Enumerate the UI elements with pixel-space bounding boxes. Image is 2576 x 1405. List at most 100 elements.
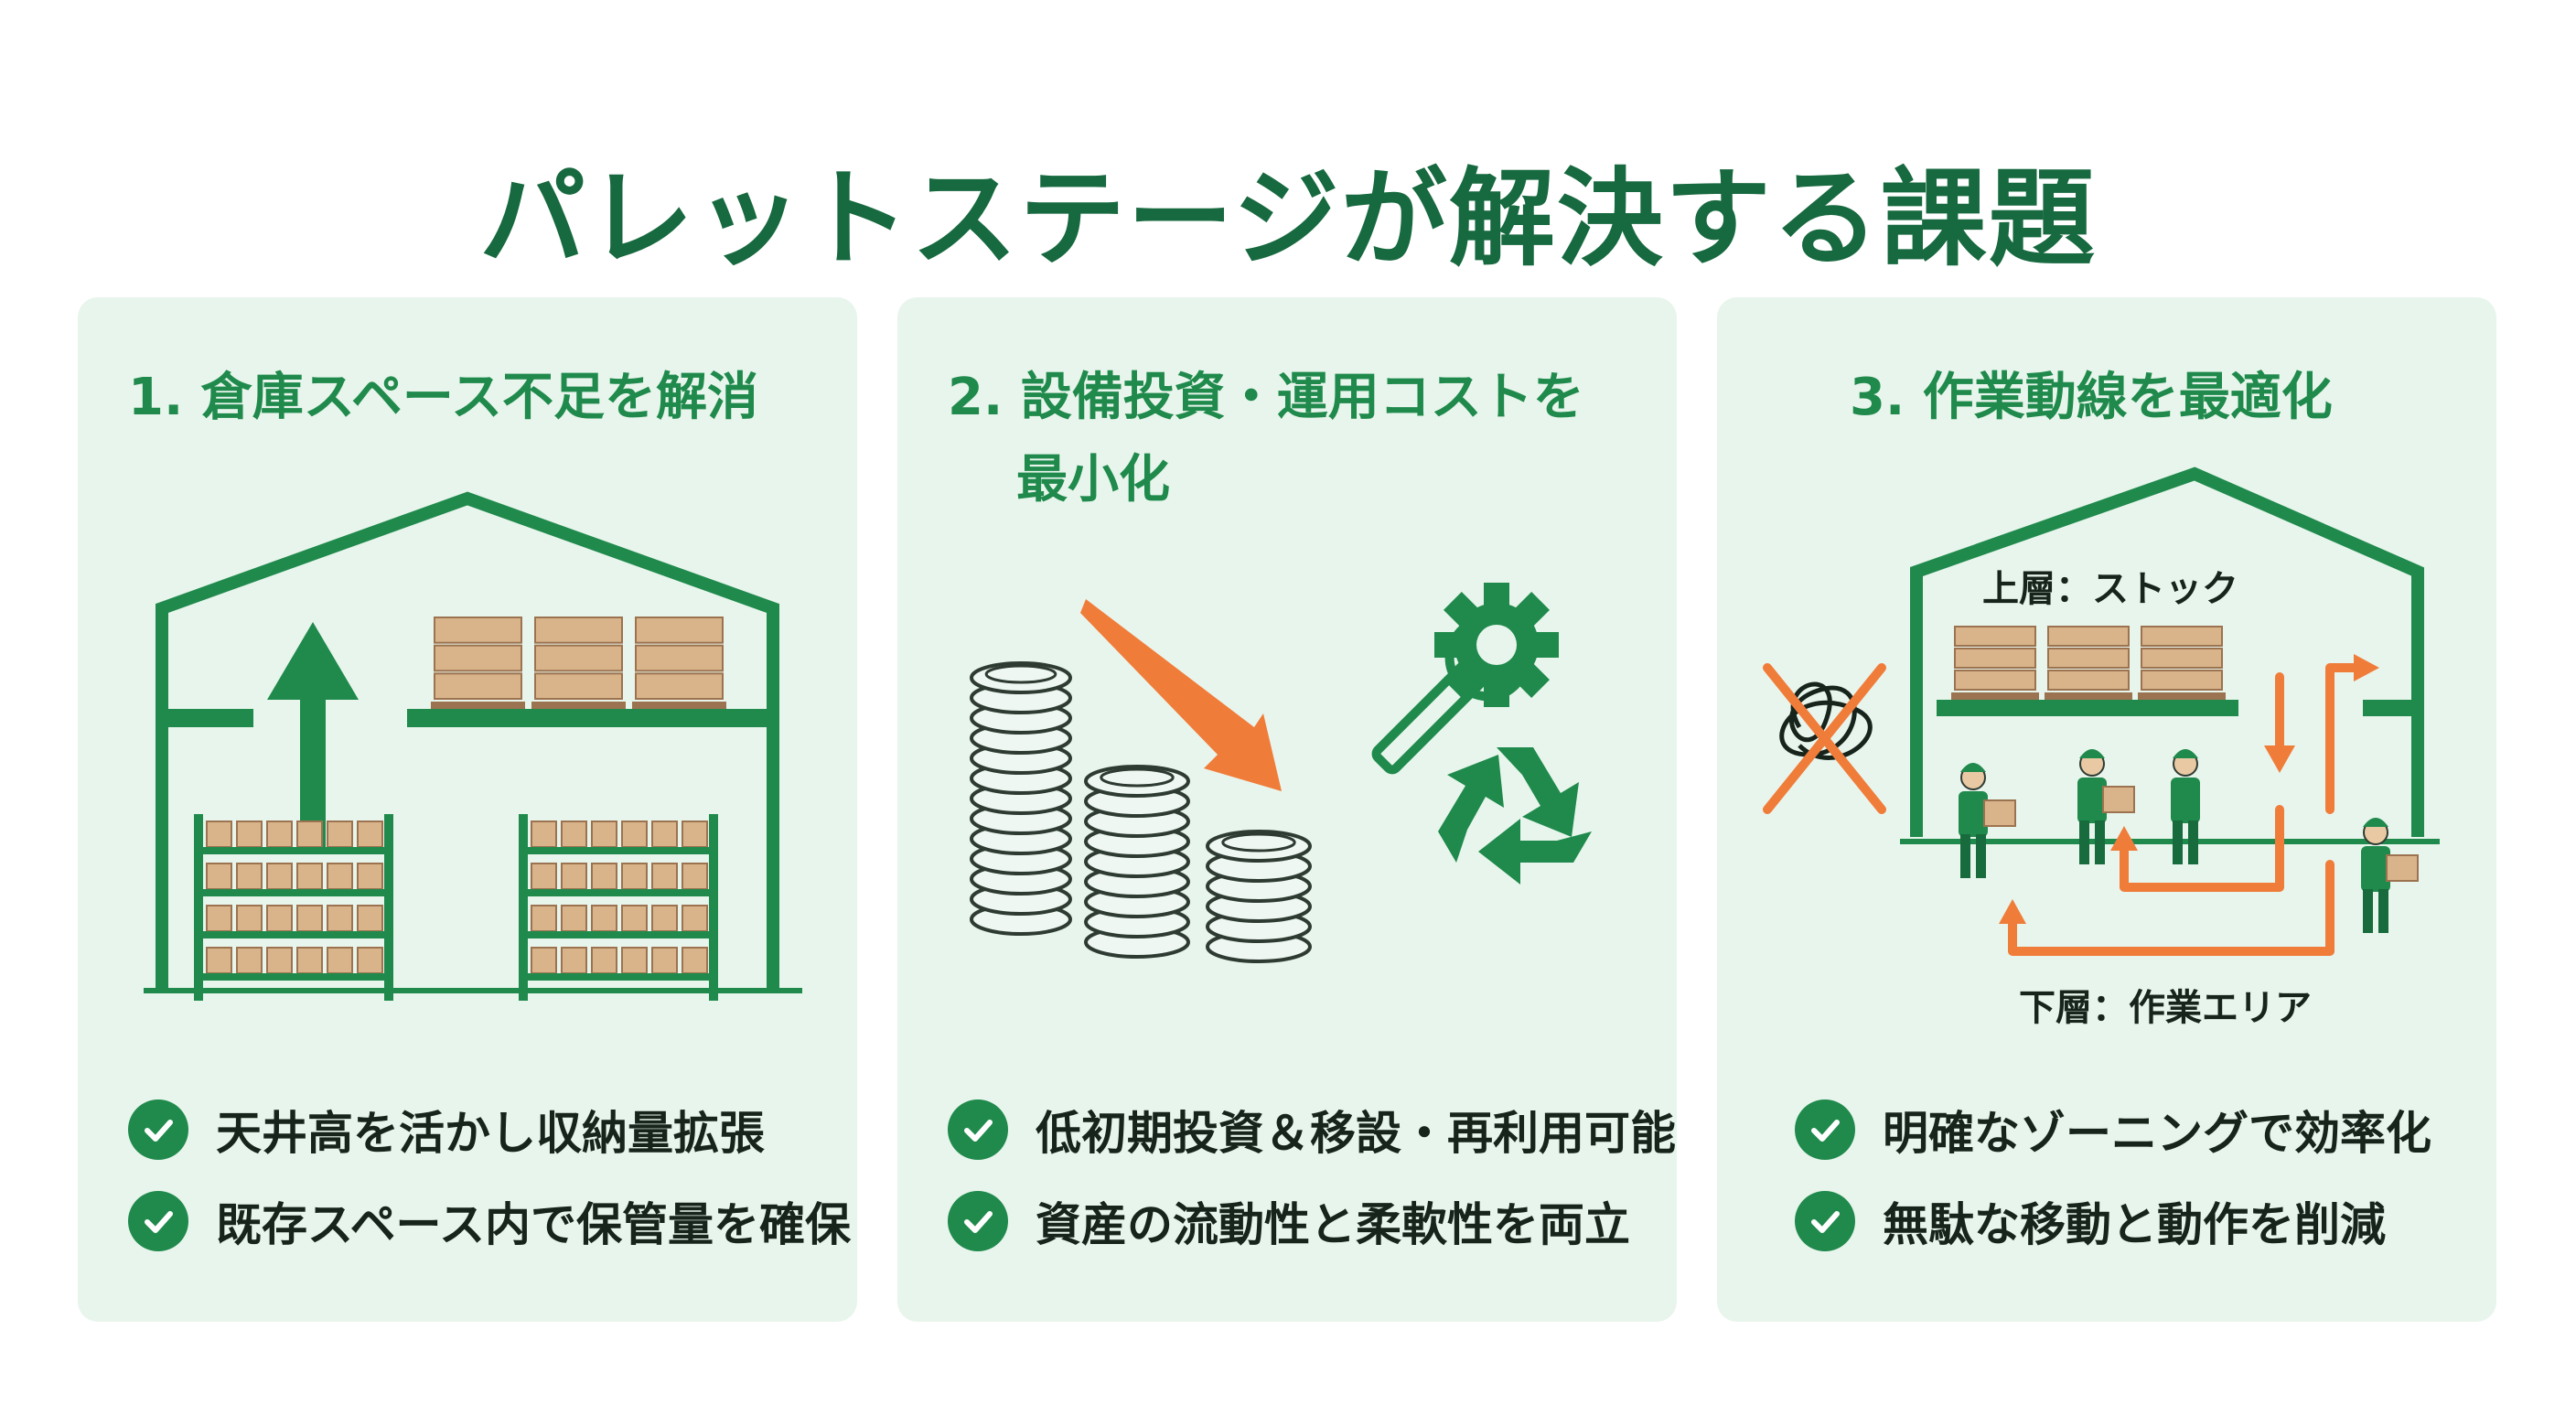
check-item: 資産の流動性と柔軟性を両立 (948, 1185, 1630, 1258)
box (651, 947, 678, 974)
lower-layer-label: 下層：作業エリア (2019, 987, 2312, 1029)
box (296, 905, 323, 932)
box (206, 863, 232, 890)
box (327, 863, 353, 890)
up-arrow-icon (267, 622, 359, 851)
card-cost: 2. 設備投資・運用コストを 最小化 低初期投資＆移設・再利用可能 (897, 297, 1677, 1322)
box (206, 820, 232, 848)
pallet (2138, 626, 2226, 700)
box (327, 947, 353, 974)
mezzanine-platform (407, 709, 773, 727)
box (236, 905, 263, 932)
storage-rack-right (519, 814, 718, 1001)
box (651, 905, 678, 932)
flow-arrows (1999, 654, 2379, 956)
box (591, 905, 617, 932)
check-text: 資産の流動性と柔軟性を両立 (1036, 1198, 1630, 1251)
check-text: 低初期投資＆移設・再利用可能 (1036, 1107, 1676, 1160)
check-item: 明確なゾーニングで効率化 (1795, 1093, 2431, 1166)
check-text: 天井高を活かし収納量拡張 (216, 1107, 765, 1160)
box (591, 820, 617, 848)
check-item: 天井高を活かし収納量拡張 (128, 1093, 765, 1166)
box (266, 820, 293, 848)
box (682, 863, 708, 890)
box (591, 947, 617, 974)
check-icon (948, 1191, 1008, 1251)
box (357, 905, 383, 932)
card-title: 1. 倉庫スペース不足を解消 (128, 368, 759, 427)
box (651, 820, 678, 848)
box (621, 947, 648, 974)
upper-pallets (1951, 626, 2226, 700)
box (357, 820, 383, 848)
warehouse-vertical-illustration (144, 491, 802, 1001)
card-title: 3. 作業動線を最適化 (1850, 368, 2333, 427)
box (531, 905, 557, 932)
workers (1959, 749, 2419, 933)
pallet (531, 617, 626, 709)
coin-stack-short (1206, 830, 1312, 963)
box (621, 820, 648, 848)
box (266, 947, 293, 974)
mezzanine-pallets (431, 617, 726, 709)
box (561, 905, 587, 932)
check-text: 既存スペース内で保管量を確保 (216, 1198, 851, 1251)
box (621, 905, 648, 932)
check-text: 明確なゾーニングで効率化 (1883, 1107, 2431, 1160)
pallet (1951, 626, 2039, 700)
box (236, 820, 263, 848)
box (357, 947, 383, 974)
warehouse-roof (1910, 467, 2424, 837)
box (327, 905, 353, 932)
card-space: 1. 倉庫スペース不足を解消 天井高を活かし収納量拡張 既存スペース内で保管量を… (78, 297, 857, 1322)
box (357, 863, 383, 890)
box (327, 820, 353, 848)
page-title: パレットステージが解決する課題 (479, 156, 2097, 281)
worker-figure (2361, 818, 2419, 933)
box (296, 863, 323, 890)
pallet (2045, 626, 2132, 700)
box (561, 820, 587, 848)
box (236, 863, 263, 890)
box (561, 947, 587, 974)
box (266, 863, 293, 890)
check-text: 無駄な移動と動作を削減 (1883, 1198, 2386, 1251)
recycle-icon (1438, 747, 1592, 885)
storage-rack-left (194, 814, 393, 1001)
box (206, 905, 232, 932)
mezzanine-platform (1937, 700, 2238, 716)
worker-figure (1959, 763, 2016, 878)
check-icon (1795, 1099, 1855, 1160)
warehouse-roof (156, 491, 779, 988)
work-flow-illustration: 上層：ストック 下層：作業エリア (1763, 467, 2440, 1029)
box (651, 863, 678, 890)
pallet (632, 617, 726, 709)
check-icon (128, 1191, 188, 1251)
box (531, 947, 557, 974)
coin-stack-tall (970, 661, 1072, 936)
box (296, 820, 323, 848)
box (561, 863, 587, 890)
card-title: 2. 設備投資・運用コストを (948, 368, 1584, 427)
gear-icon (1434, 583, 1559, 707)
coin-stack-mid (1084, 765, 1190, 959)
box (682, 947, 708, 974)
box (531, 863, 557, 890)
check-item: 低初期投資＆移設・再利用可能 (948, 1093, 1676, 1166)
tangled-path-crossed-icon (1763, 663, 1886, 814)
card-flow: 3. 作業動線を最適化 上層：ストック 下層：作業エリア (1717, 297, 2496, 1322)
card-title-line2: 最小化 (1016, 450, 1170, 509)
worker-figure (2171, 749, 2200, 864)
upper-layer-label: 上層：ストック (1982, 568, 2238, 610)
box (531, 820, 557, 848)
box (296, 947, 323, 974)
box (621, 863, 648, 890)
check-icon (128, 1099, 188, 1160)
box (266, 905, 293, 932)
check-item: 既存スペース内で保管量を確保 (128, 1185, 851, 1258)
check-icon (1795, 1191, 1855, 1251)
check-icon (948, 1099, 1008, 1160)
box (206, 947, 232, 974)
pallet (431, 617, 525, 709)
cost-illustration (970, 583, 1592, 963)
